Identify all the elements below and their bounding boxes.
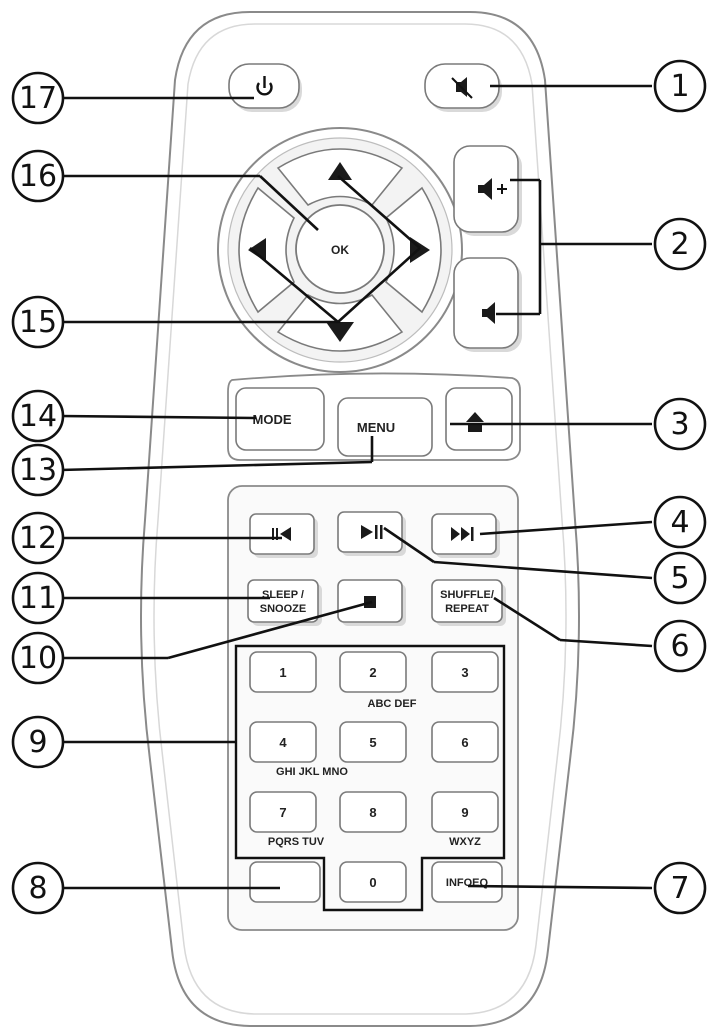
play-pause-button[interactable] xyxy=(337,511,406,556)
key-0-label: 0 xyxy=(369,875,376,890)
letters-wxyz: WXYZ xyxy=(449,836,481,848)
callout-16: 16 xyxy=(11,149,65,203)
callout-3-label: 3 xyxy=(670,407,689,442)
callout-5: 5 xyxy=(653,551,707,605)
stop-button[interactable] xyxy=(337,579,406,626)
callout-16-label: 16 xyxy=(19,159,57,194)
mute-icon xyxy=(451,77,473,99)
callout-15: 15 xyxy=(11,295,65,349)
callout-17: 17 xyxy=(11,71,65,125)
key-7[interactable]: 7 xyxy=(249,791,317,833)
volume-up-icon xyxy=(478,178,507,200)
key-3-label: 3 xyxy=(461,665,468,680)
callout-2: 2 xyxy=(653,217,707,271)
key-8-label: 8 xyxy=(369,805,376,820)
sleep-label-line2: SNOOZE xyxy=(260,603,306,615)
callout-7: 7 xyxy=(653,861,707,915)
callout-6-label: 6 xyxy=(670,629,689,664)
callout-9: 9 xyxy=(11,715,65,769)
key-6[interactable]: 6 xyxy=(431,721,499,763)
dpad: OK xyxy=(217,127,463,373)
callout-13-label: 13 xyxy=(19,453,57,488)
play-pause-icon xyxy=(361,525,383,539)
callout-8-label: 8 xyxy=(28,871,47,906)
callout-11: 11 xyxy=(11,571,65,625)
shuffle-label-line1: SHUFFLE/ xyxy=(440,589,494,601)
callout-1: 1 xyxy=(653,59,707,113)
menu-label: MENU xyxy=(357,420,395,435)
keypad-bracket xyxy=(234,644,506,912)
key-8[interactable]: 8 xyxy=(339,791,407,833)
skip-next-icon xyxy=(451,527,474,541)
ok-button[interactable]: OK xyxy=(295,204,385,294)
callout-5-label: 5 xyxy=(670,561,689,596)
ok-label: OK xyxy=(331,243,349,257)
callout-3: 3 xyxy=(653,397,707,451)
key-0[interactable]: 0 xyxy=(339,861,407,903)
callout-12-label: 12 xyxy=(19,521,57,556)
key-9[interactable]: 9 xyxy=(431,791,499,833)
letters-pqrs-tuv: PQRS TUV xyxy=(268,836,325,848)
callout-10: 10 xyxy=(11,631,65,685)
key-4[interactable]: 4 xyxy=(249,721,317,763)
sleep-label-line1: SLEEP / xyxy=(262,589,304,601)
volume-down-button[interactable] xyxy=(453,257,522,352)
callout-11-label: 11 xyxy=(19,581,57,616)
callout-9-label: 9 xyxy=(28,725,47,760)
mode-label: MODE xyxy=(253,412,292,427)
letters-ghi-jkl-mno: GHI JKL MNO xyxy=(276,766,348,778)
callout-4-label: 4 xyxy=(670,505,689,540)
letters-abc-def: ABC DEF xyxy=(368,698,417,710)
callout-6: 6 xyxy=(653,619,707,673)
skip-next-button[interactable] xyxy=(431,513,500,558)
mute-button[interactable] xyxy=(424,63,502,112)
key-6-label: 6 xyxy=(461,735,468,750)
info-eq-button[interactable]: INFOEQ xyxy=(431,861,503,903)
remote-body-inner-edge xyxy=(153,23,567,1015)
callout-2-label: 2 xyxy=(670,227,689,262)
callout-8: 8 xyxy=(11,861,65,915)
leader-lines xyxy=(59,84,653,890)
callout-14-label: 14 xyxy=(19,399,57,434)
volume-down-icon xyxy=(482,302,495,324)
home-icon xyxy=(466,412,484,432)
callout-14: 14 xyxy=(11,389,65,443)
callout-15-label: 15 xyxy=(19,305,57,340)
home-button[interactable] xyxy=(445,387,513,451)
key-2-label: 2 xyxy=(369,665,376,680)
dpad-left-button[interactable] xyxy=(238,186,295,314)
volume-up-button[interactable] xyxy=(453,145,522,236)
callout-17-label: 17 xyxy=(19,81,57,116)
power-button[interactable] xyxy=(228,63,302,112)
skip-previous-icon xyxy=(272,527,291,541)
key-5-label: 5 xyxy=(369,735,376,750)
key-2[interactable]: 2 xyxy=(339,651,407,693)
key-4-label: 4 xyxy=(279,735,287,750)
key-5[interactable]: 5 xyxy=(339,721,407,763)
key-1[interactable]: 1 xyxy=(249,651,317,693)
callout-7-label: 7 xyxy=(670,871,689,906)
key-9-label: 9 xyxy=(461,805,468,820)
callout-1-label: 1 xyxy=(670,69,689,104)
shuffle-repeat-button[interactable]: SHUFFLE/ REPEAT xyxy=(431,579,506,626)
key-3[interactable]: 3 xyxy=(431,651,499,693)
menu-button[interactable]: MENU xyxy=(337,397,433,457)
blank-key[interactable] xyxy=(249,861,321,903)
power-icon xyxy=(256,76,273,96)
skip-previous-button[interactable] xyxy=(249,513,318,558)
arrow-down-icon xyxy=(326,322,354,342)
callout-13: 13 xyxy=(11,443,65,497)
callout-12: 12 xyxy=(11,511,65,565)
key-7-label: 7 xyxy=(279,805,286,820)
key-1-label: 1 xyxy=(279,665,286,680)
callout-10-label: 10 xyxy=(19,641,57,676)
callout-4: 4 xyxy=(653,495,707,549)
shuffle-label-line2: REPEAT xyxy=(445,603,489,615)
sleep-snooze-button[interactable]: SLEEP / SNOOZE xyxy=(247,579,322,626)
arrow-up-icon xyxy=(328,162,352,180)
